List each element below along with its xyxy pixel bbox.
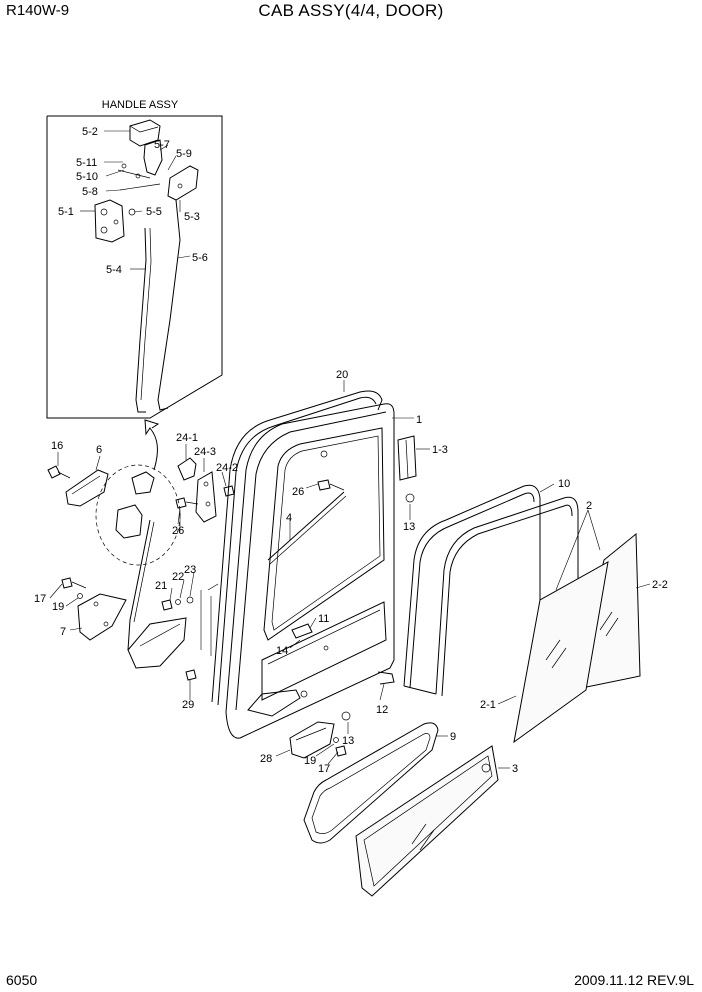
model-number: R140W-9	[6, 2, 70, 19]
callout-5-11: 5-11	[76, 157, 97, 169]
arrow-icon	[144, 419, 160, 471]
callout-22: 22	[172, 571, 184, 583]
outer-handle-6	[65, 469, 109, 507]
callout-29: 29	[182, 699, 194, 711]
callout-1: 1	[416, 414, 422, 426]
bolt-16	[47, 465, 71, 479]
callout-26-lower: 26	[172, 525, 184, 537]
callout-5-10: 5-10	[76, 171, 98, 183]
callout-5-3: 5-3	[184, 211, 200, 223]
door-glass-2	[513, 532, 641, 744]
callout-7: 7	[60, 626, 66, 638]
door-frame	[211, 390, 417, 739]
callout-19-lower: 19	[304, 755, 316, 767]
callout-5-4: 5-4	[106, 264, 122, 276]
leader-lines	[49, 380, 651, 769]
detail-circle	[95, 464, 181, 566]
callout-17-lower: 17	[318, 763, 330, 775]
callout-14: 14	[276, 645, 288, 657]
bolt-17-19	[61, 577, 87, 599]
callout-9: 9	[450, 731, 456, 743]
callout-1-3: 1-3	[432, 444, 448, 456]
callout-13-upper: 13	[403, 521, 415, 533]
callout-2-2: 2-2	[652, 579, 668, 591]
callout-13-lower: 13	[342, 735, 354, 747]
callout-5-2: 5-2	[82, 126, 98, 138]
callout-12: 12	[376, 704, 388, 716]
callout-5-6: 5-6	[192, 252, 208, 264]
lower-seal-9	[303, 722, 439, 844]
callout-17-upper: 17	[34, 593, 46, 605]
callout-5-8: 5-8	[82, 186, 98, 198]
callout-labels: 5-2 5-7 5-9 5-11 5-10 5-8 5-1 5-5 5-3 5-…	[34, 126, 668, 775]
handle-assy-inset: HANDLE ASSY	[46, 99, 223, 419]
inset-title: HANDLE ASSY	[102, 99, 179, 111]
callout-26-upper: 26	[292, 486, 304, 498]
callout-5-1: 5-1	[58, 206, 74, 218]
callout-24-1: 24-1	[176, 432, 198, 444]
window-seal-10	[403, 484, 579, 697]
callout-19-upper: 19	[52, 601, 64, 613]
page-number: 6050	[6, 972, 38, 988]
armrest-28	[289, 721, 347, 759]
callout-16: 16	[51, 440, 63, 452]
bracket-24	[177, 457, 235, 523]
page-title: CAB ASSY(4/4, DOOR)	[258, 1, 444, 20]
callout-20: 20	[336, 369, 348, 381]
callout-10: 10	[558, 478, 570, 490]
callout-4: 4	[286, 512, 292, 524]
revision-date: 2009.11.12 REV.9L	[574, 972, 694, 988]
callout-21: 21	[155, 580, 167, 592]
callout-28: 28	[260, 753, 272, 765]
lower-glass-3	[355, 745, 499, 897]
callout-24-2: 24-2	[216, 462, 238, 474]
callout-2-1: 2-1	[480, 699, 496, 711]
screws-21-23-26	[161, 497, 219, 681]
callout-5-7: 5-7	[154, 139, 170, 151]
callout-3: 3	[512, 763, 518, 775]
callout-11: 11	[318, 613, 329, 625]
callout-5-9: 5-9	[176, 148, 192, 160]
callout-24-3: 24-3	[194, 446, 216, 458]
callout-23: 23	[184, 564, 196, 576]
callout-5-5: 5-5	[146, 206, 162, 218]
inner-handle-assy	[127, 519, 187, 669]
cover-7	[77, 593, 127, 641]
callout-2: 2	[586, 500, 592, 512]
callout-6: 6	[96, 444, 102, 456]
